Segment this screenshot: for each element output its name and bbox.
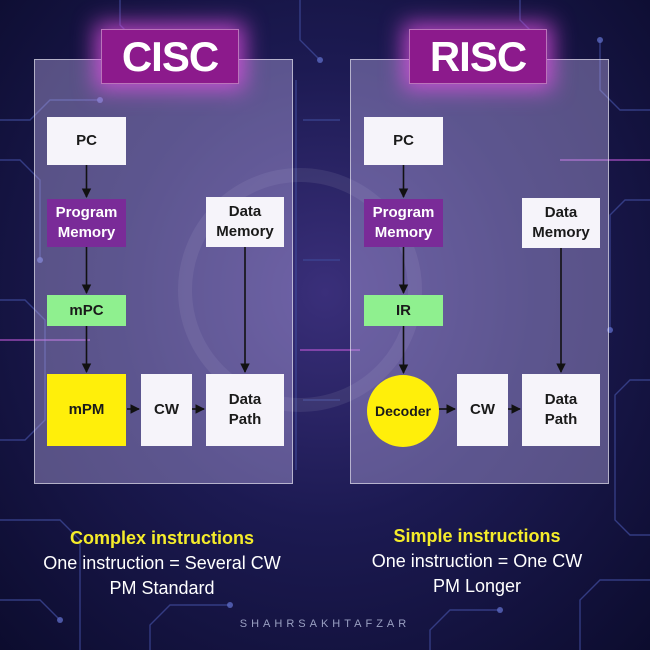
risc-data-memory-node: Data Memory [522, 198, 600, 248]
risc-caption-line2: PM Longer [432, 576, 522, 596]
risc-caption: Simple instructions One instruction = On… [327, 524, 627, 599]
cisc-data-memory-node: Data Memory [206, 197, 284, 247]
risc-decoder-node: Decoder [367, 375, 439, 447]
cisc-cw-node: CW [141, 374, 192, 446]
cisc-caption-heading: Complex instructions [69, 528, 255, 548]
cisc-caption-line1: One instruction = Several CW [43, 553, 281, 573]
cisc-mpc-node: mPC [47, 295, 126, 326]
cisc-title: CISC [101, 29, 239, 84]
risc-data-path-node: Data Path [522, 374, 600, 446]
risc-caption-line1: One instruction = One CW [371, 551, 583, 571]
cisc-caption: Complex instructions One instruction = S… [12, 526, 312, 601]
risc-cw-node: CW [457, 374, 508, 446]
risc-caption-heading: Simple instructions [393, 526, 561, 546]
cisc-caption-line2: PM Standard [109, 578, 215, 598]
risc-title: RISC [409, 29, 547, 84]
watermark-footer: SHAHRSAKHTAFZAR [239, 618, 411, 630]
cisc-data-path-node: Data Path [206, 374, 284, 446]
risc-pc-node: PC [364, 117, 443, 165]
cisc-program-memory-node: Program Memory [47, 199, 126, 247]
risc-program-memory-node: Program Memory [364, 199, 443, 247]
cisc-mpm-node: mPM [47, 374, 126, 446]
cisc-pc-node: PC [47, 117, 126, 165]
risc-ir-node: IR [364, 295, 443, 326]
